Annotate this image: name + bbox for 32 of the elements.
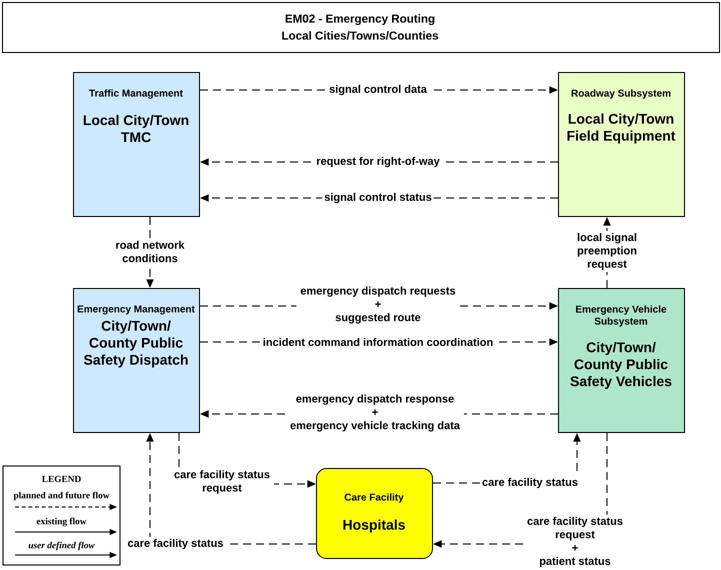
edge-label: local signal preemption request (573, 231, 641, 272)
legend-label: user defined flow (28, 542, 95, 550)
edge-label: care facility status (126, 536, 226, 552)
legend-heading: LEGEND (42, 476, 81, 482)
category-label: Traffic Management (89, 89, 183, 99)
edge-label: request for right-of-way (314, 154, 442, 170)
diagram-title: EM02 - Emergency Routing Local Cities/Towns/Counties (282, 14, 438, 40)
edge-label: incident command information coordination (260, 336, 496, 348)
system-box (73, 72, 200, 217)
edge-label: emergency dispatch requests + suggested route (296, 284, 460, 326)
system-name: Local City/Town Field Equipment (568, 113, 676, 144)
edge-label: emergency dispatch response + emergency vehicle tracking data (286, 392, 464, 434)
edge-label: care facility status request + patient status (523, 514, 627, 570)
edge-label: signal control data (327, 82, 429, 98)
system-box (73, 288, 200, 433)
edge-label: care facility status (480, 476, 580, 490)
category-label: Emergency Vehicle Subsystem (576, 305, 666, 327)
system-name: City/Town/ County Public Safety Dispatch (84, 320, 188, 368)
category-label: Roadway Subsystem (572, 89, 670, 99)
edge-label: road network conditions (111, 238, 189, 264)
edge-label: signal control status (322, 190, 434, 206)
rounded-box (316, 468, 433, 559)
category-label: Emergency Management (78, 306, 195, 314)
legend-label: planned and future flow (14, 492, 110, 500)
legend-label: existing flow (36, 518, 86, 526)
system-name: City/Town/ County Public Safety Vehicles (570, 342, 672, 390)
system-box (558, 288, 685, 433)
system-name: Local City/Town TMC (84, 114, 188, 142)
category-label: Care Facility (344, 493, 404, 503)
system-name: Hospitals (343, 519, 405, 533)
system-box (558, 72, 685, 217)
edge-label: care facility status request (170, 468, 274, 496)
